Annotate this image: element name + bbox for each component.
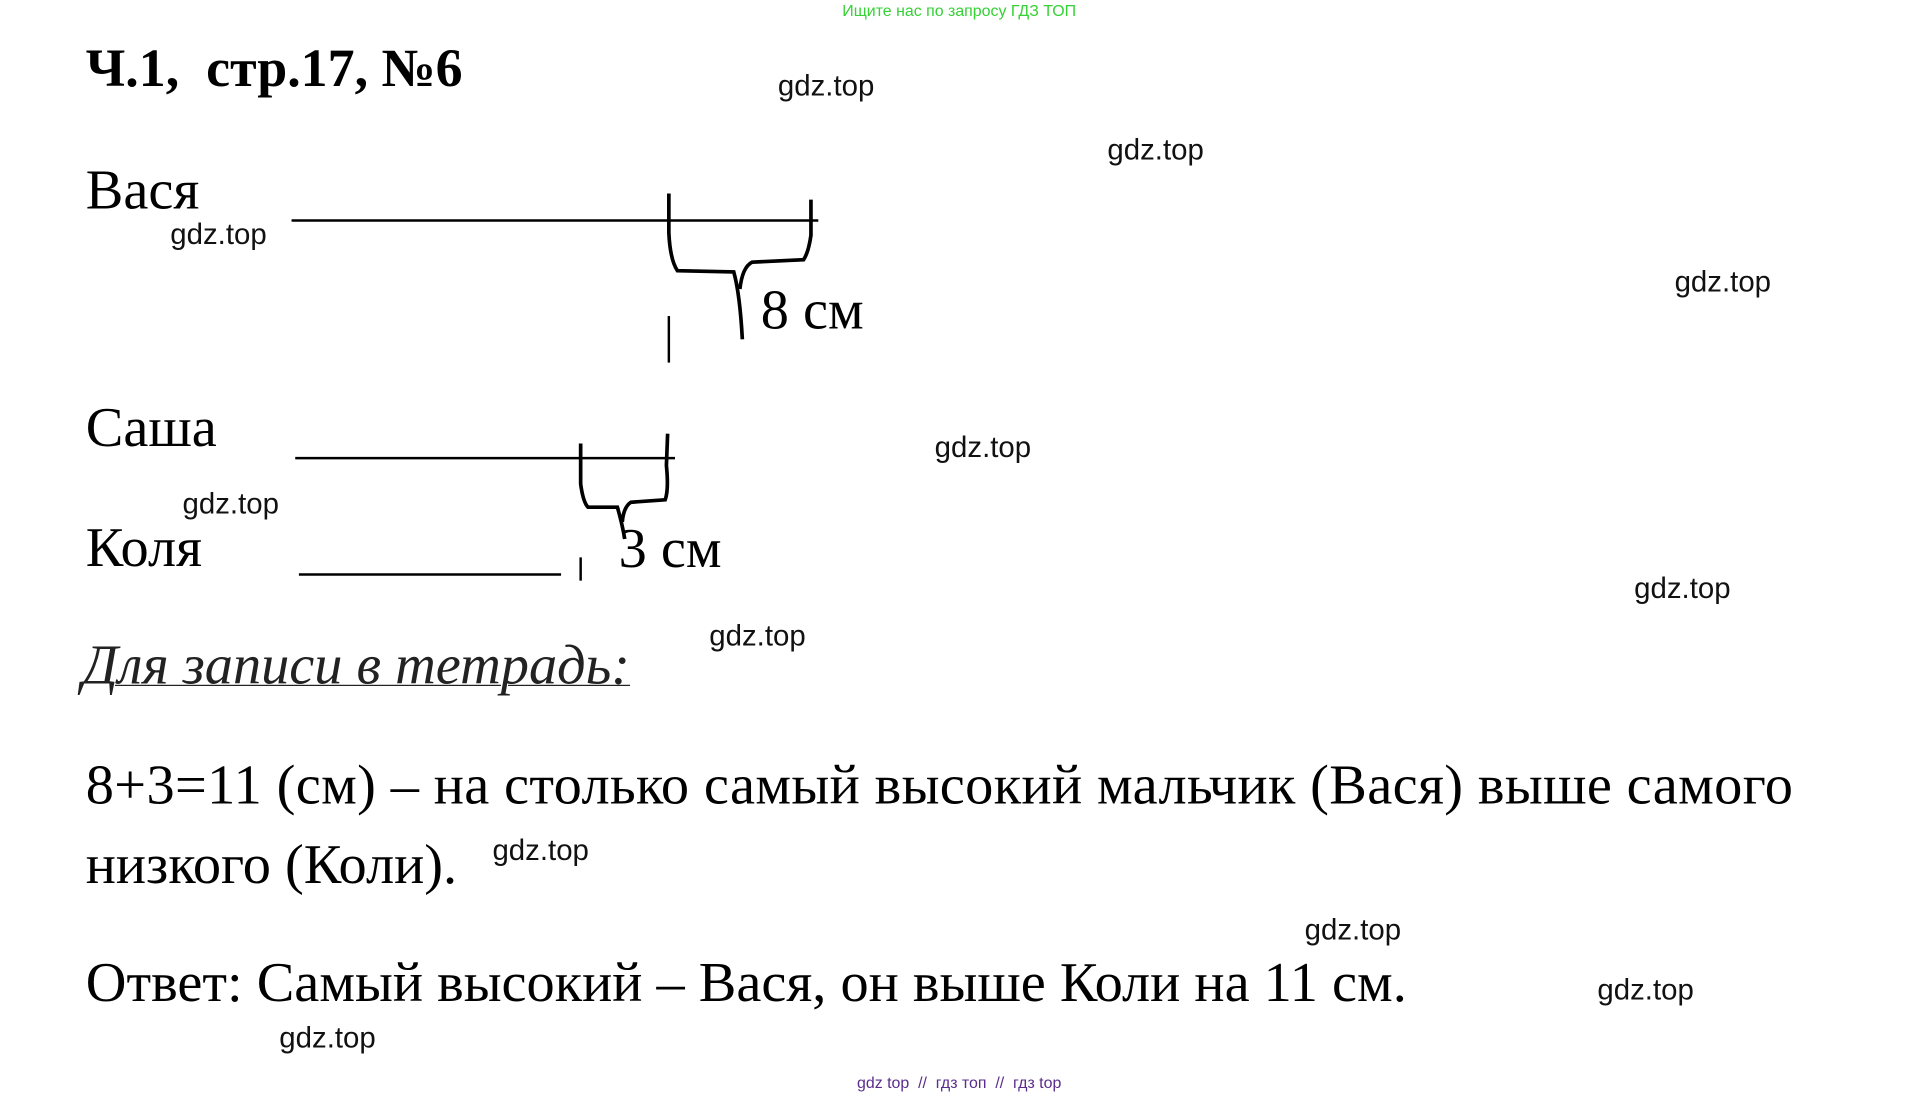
label-3cm: 3 см	[618, 516, 722, 580]
watermark: gdz.top	[170, 218, 267, 252]
name-vasya: Вася	[85, 158, 200, 221]
solution-line-1: 8+3=11 (см) – на столько самый высокий м…	[85, 753, 1794, 816]
footer-links: gdz top // гдз топ // гдз top	[857, 1073, 1062, 1092]
answer-line: Ответ: Самый высокий – Вася, он выше Кол…	[85, 950, 1407, 1014]
notebook-heading: Для записи в тетрадь:	[82, 633, 631, 696]
watermark: gdz.top	[934, 431, 1032, 465]
watermark: gdz.top	[492, 834, 589, 868]
name-sasha: Саша	[85, 395, 217, 459]
watermark: gdz.top	[709, 619, 806, 653]
watermark: gdz.top	[1634, 572, 1731, 606]
watermark: gdz.top	[279, 1021, 376, 1055]
name-kolya: Коля	[85, 515, 203, 579]
watermark: gdz.top	[1674, 265, 1772, 299]
watermark: gdz.top	[1107, 133, 1204, 167]
watermark: gdz.top	[1304, 913, 1402, 947]
solution-line-2: низкого (Коли).	[85, 833, 458, 896]
label-8cm: 8 см	[760, 278, 864, 341]
page-title: Ч.1, стр.17, №6	[85, 37, 463, 98]
watermark: gdz.top	[777, 69, 875, 103]
watermark: gdz.top	[1597, 973, 1694, 1007]
kolya-brace	[578, 433, 670, 540]
watermark: gdz.top	[182, 487, 279, 521]
vasya-brace	[667, 193, 813, 340]
search-hint: Ищите нас по запросу ГДЗ ТОП	[842, 1, 1077, 20]
